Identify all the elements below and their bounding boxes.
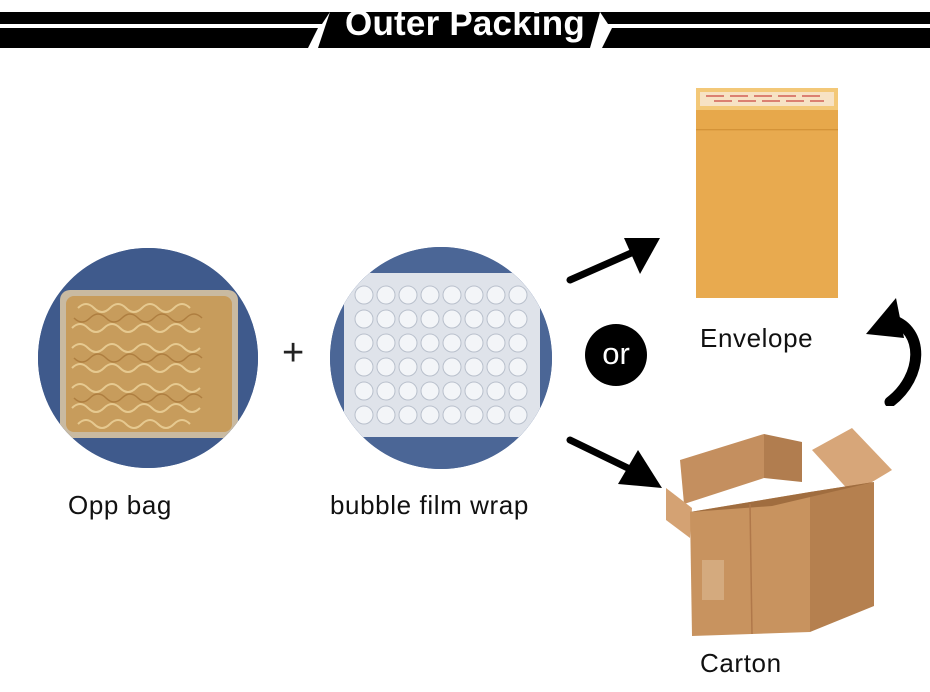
arrow-up-right-icon: [566, 238, 660, 284]
bubble-wrap-image: [330, 247, 552, 469]
header-banner: [0, 12, 930, 48]
arrow-down-right-icon: [566, 436, 662, 488]
envelope-image: [696, 88, 838, 298]
bubble-wrap-label: bubble film wrap: [330, 490, 529, 520]
carton-image: [666, 428, 892, 636]
opp-bag-image: [38, 248, 258, 468]
opp-bag-label: Opp bag: [68, 490, 172, 520]
plus-sign: +: [282, 332, 305, 374]
curved-arrow-up-icon: [866, 298, 922, 406]
envelope-label: Envelope: [700, 323, 814, 353]
or-badge: or: [585, 324, 647, 386]
carton-label: Carton: [700, 648, 782, 678]
page-title: Outer Packing: [345, 4, 585, 43]
